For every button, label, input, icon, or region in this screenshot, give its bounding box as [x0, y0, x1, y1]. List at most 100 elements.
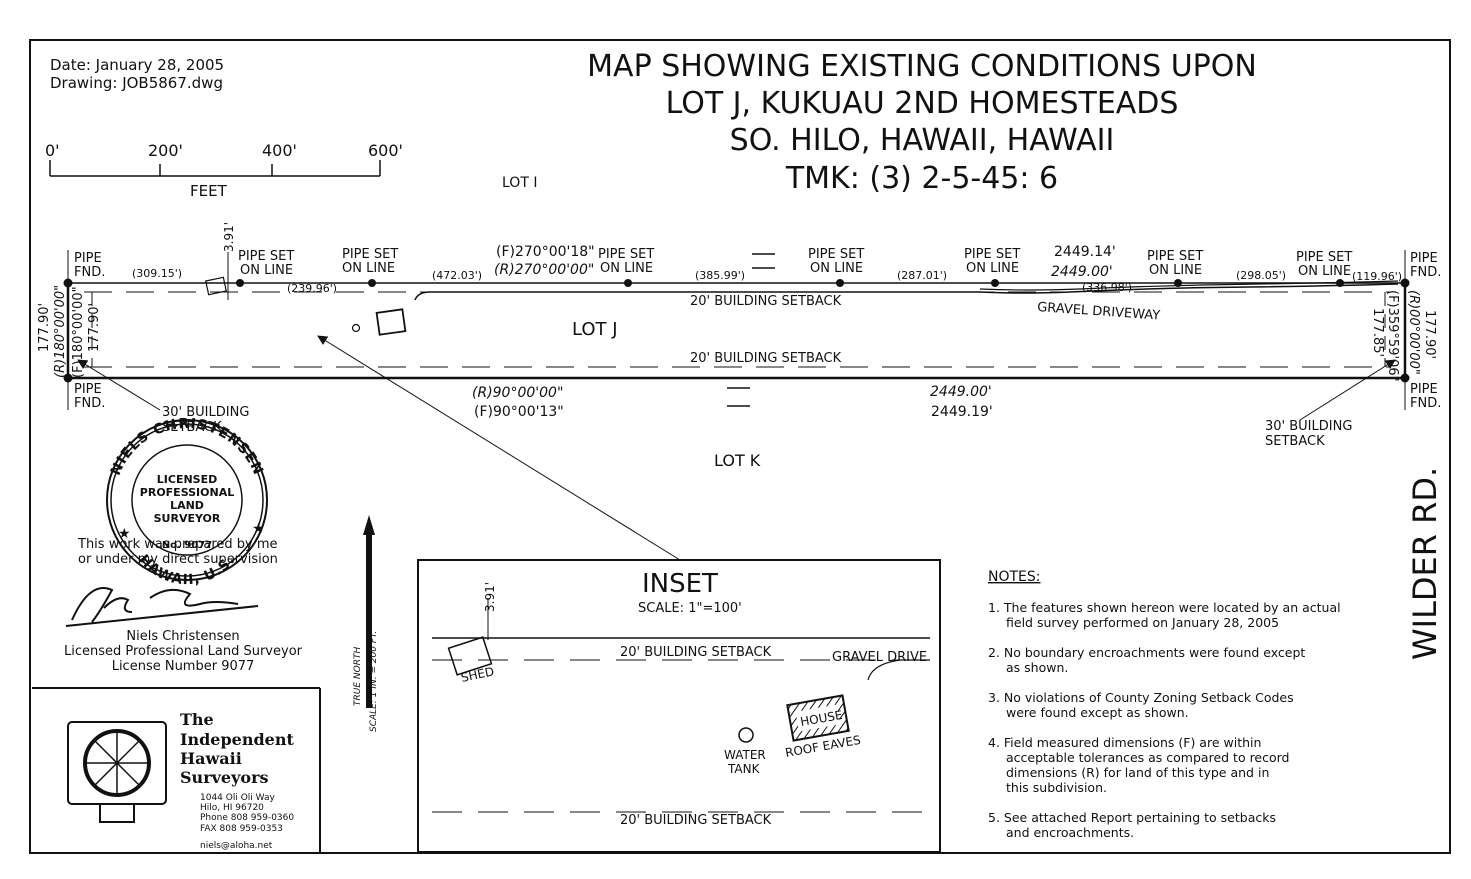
pipe-set-7-label-2: ON LINE	[1298, 264, 1351, 279]
pipe-set-4	[836, 279, 844, 287]
segment-distances: (309.15') (239.96') (472.03') (385.99') …	[132, 267, 1402, 295]
pipe-set-6-label-1: PIPE SET	[1147, 249, 1203, 264]
surveyor-name: Niels Christensen	[126, 629, 239, 644]
map-title: MAP SHOWING EXISTING CONDITIONS UPON LOT…	[587, 49, 1257, 196]
note-1-line-2: field survey performed on January 28, 20…	[1006, 615, 1279, 630]
top-bearing-f: (F)270°00'18"	[496, 244, 595, 260]
statement-line-2: or under my direct supervision	[78, 552, 278, 567]
west-boundary-labels: 177.90' (R)180°00'00" (F)180°00'00" 177.…	[37, 285, 102, 378]
gravel-driveway-label: GRAVEL DRIVEWAY	[1037, 300, 1161, 324]
pipe-set-6-label-2: ON LINE	[1149, 263, 1202, 278]
lot-k-label: LOT K	[714, 451, 761, 470]
setback-top-label: 20' BUILDING SETBACK	[690, 294, 842, 309]
seg-3: (472.03')	[432, 269, 482, 282]
shed-offset-label: 3.91'	[222, 222, 236, 252]
pipe-set-7	[1336, 279, 1344, 287]
company-fax: FAX 808 959-0353	[200, 824, 283, 834]
seal-center-4: SURVEYOR	[154, 512, 221, 525]
scale-bar: 0' 200' 400' 600' FEET	[45, 141, 403, 200]
top-bearing-r: (R)270°00'00"	[494, 262, 594, 278]
drawing-text: Drawing: JOB5867.dwg	[50, 74, 223, 92]
north-scale-label: SCALE: 1 IN. = 200 FT.	[369, 631, 379, 732]
seg-2: (239.96')	[287, 282, 337, 295]
lot-j-label: LOT J	[572, 319, 618, 340]
scale-tick-600: 600'	[368, 141, 403, 160]
pipe-fnd-ne-1: PIPE	[1410, 251, 1438, 266]
pipe-ne	[1400, 278, 1410, 288]
bottom-dist-r: 2449.00'	[930, 384, 992, 400]
west-bearing-f: (F)180°00'00"	[71, 286, 86, 378]
note-1-line-1: 1. The features shown hereon were locate…	[988, 600, 1341, 615]
seg-4: (385.99')	[695, 269, 745, 282]
seal-center-1: LICENSED	[157, 473, 217, 486]
setback-30-east-2: SETBACK	[1265, 434, 1325, 449]
north-arrow: TRUE NORTH SCALE: 1 IN. = 200 FT.	[353, 515, 379, 732]
pipe-sw	[63, 373, 73, 383]
note-2-line-1: 2. No boundary encroachments were found …	[988, 645, 1305, 660]
note-2-line-2: as shown.	[1006, 660, 1068, 675]
note-4-line-4: this subdivision.	[1006, 780, 1107, 795]
seal-star-right: ★	[252, 521, 265, 537]
inset-shed-label: SHED	[460, 664, 496, 685]
seal-number: No. 9077	[162, 540, 212, 551]
company-name-3: Hawaii	[180, 749, 242, 768]
water-tank-shape	[351, 323, 361, 333]
pipe-set-2-label-2: ON LINE	[342, 261, 395, 276]
setback-30-west-1: 30' BUILDING	[162, 405, 249, 420]
road-name: WILDER RD.	[1406, 467, 1444, 660]
bearings: (F)270°00'18" (R)270°00'00" 2449.14' 244…	[472, 244, 1116, 420]
company-name-1: The	[180, 710, 214, 729]
inset-water-tank-2: TANK	[727, 762, 761, 776]
pipe-set-5	[991, 279, 999, 287]
setback-30-east-1: 30' BUILDING	[1265, 419, 1352, 434]
signature-drawing	[65, 587, 259, 627]
seg-8: (119.96')	[1352, 270, 1402, 283]
setback-labels: 20' BUILDING SETBACK 20' BUILDING SETBAC…	[162, 294, 1352, 449]
scale-tick-0: 0'	[45, 141, 60, 160]
top-dist-f: 2449.14'	[1054, 244, 1116, 260]
note-4-line-2: acceptable tolerances as compared to rec…	[1006, 750, 1290, 765]
setback-bottom-label: 20' BUILDING SETBACK	[690, 351, 842, 366]
scale-tick-200: 200'	[148, 141, 183, 160]
pipe-nw	[63, 278, 73, 288]
east-bearing-f: (F)359°59'06"	[1385, 290, 1400, 382]
pipe-set-3-label-1: PIPE SET	[598, 247, 654, 262]
inset-shed-shape	[447, 636, 493, 676]
east-dist-outer: 177.90'	[1422, 310, 1437, 359]
inset-water-tank-shape	[738, 727, 754, 743]
pipe-fnd-ne-2: FND.	[1410, 265, 1441, 280]
surveyor-title: Licensed Professional Land Surveyor	[64, 644, 303, 659]
pipe-set-4-label-1: PIPE SET	[808, 247, 864, 262]
seg-5: (287.01')	[897, 269, 947, 282]
company-address-1: 1044 Oli Oli Way	[200, 793, 275, 803]
top-dist-r: 2449.00'	[1051, 264, 1113, 280]
company-phone: Phone 808 959-0360	[200, 813, 294, 823]
seal-ring-top: NIELS CHRISTENSEN	[108, 416, 266, 478]
title-line-2: LOT J, KUKUAU 2ND HOMESTEADS	[666, 86, 1179, 121]
note-3-line-1: 3. No violations of County Zoning Setbac…	[988, 690, 1294, 705]
scale-unit: FEET	[190, 182, 228, 200]
seal-center-2: PROFESSIONAL	[140, 486, 234, 499]
pipe-set-6	[1174, 279, 1182, 287]
seg-7: (298.05')	[1236, 269, 1286, 282]
bottom-bearing-f: (F)90°00'13"	[474, 404, 564, 420]
title-line-1: MAP SHOWING EXISTING CONDITIONS UPON	[587, 49, 1257, 84]
date-text: Date: January 28, 2005	[50, 56, 224, 74]
north-arrow-icon	[363, 515, 375, 708]
east-boundary-labels: (F)359°59'06" 177.85' (R)00°00'00" 177.9…	[1370, 290, 1437, 382]
title-line-3: SO. HILO, HAWAII, HAWAII	[730, 123, 1115, 158]
pipe-fnd-se-1: PIPE	[1410, 382, 1438, 397]
note-5-line-2: and encroachments.	[1006, 825, 1134, 840]
bottom-dist-f: 2449.19'	[931, 404, 993, 420]
signature-block: This work was prepared by me or under my…	[64, 537, 303, 674]
west-bearing-r: (R)180°00'00"	[53, 285, 68, 378]
inset-setback-bottom: 20' BUILDING SETBACK	[620, 813, 772, 828]
statement-line-1: This work was prepared by me	[77, 537, 278, 552]
surveyor-license: License Number 9077	[112, 659, 255, 674]
pipe-set-1-label-1: PIPE SET	[238, 249, 294, 264]
east-dist-inner: 177.85'	[1370, 308, 1385, 357]
inset-title: INSET	[642, 569, 718, 599]
company-email: niels@aloha.net	[200, 841, 273, 851]
header-info: Date: January 28, 2005 Drawing: JOB5867.…	[50, 56, 224, 92]
notes-heading: NOTES:	[988, 569, 1041, 585]
